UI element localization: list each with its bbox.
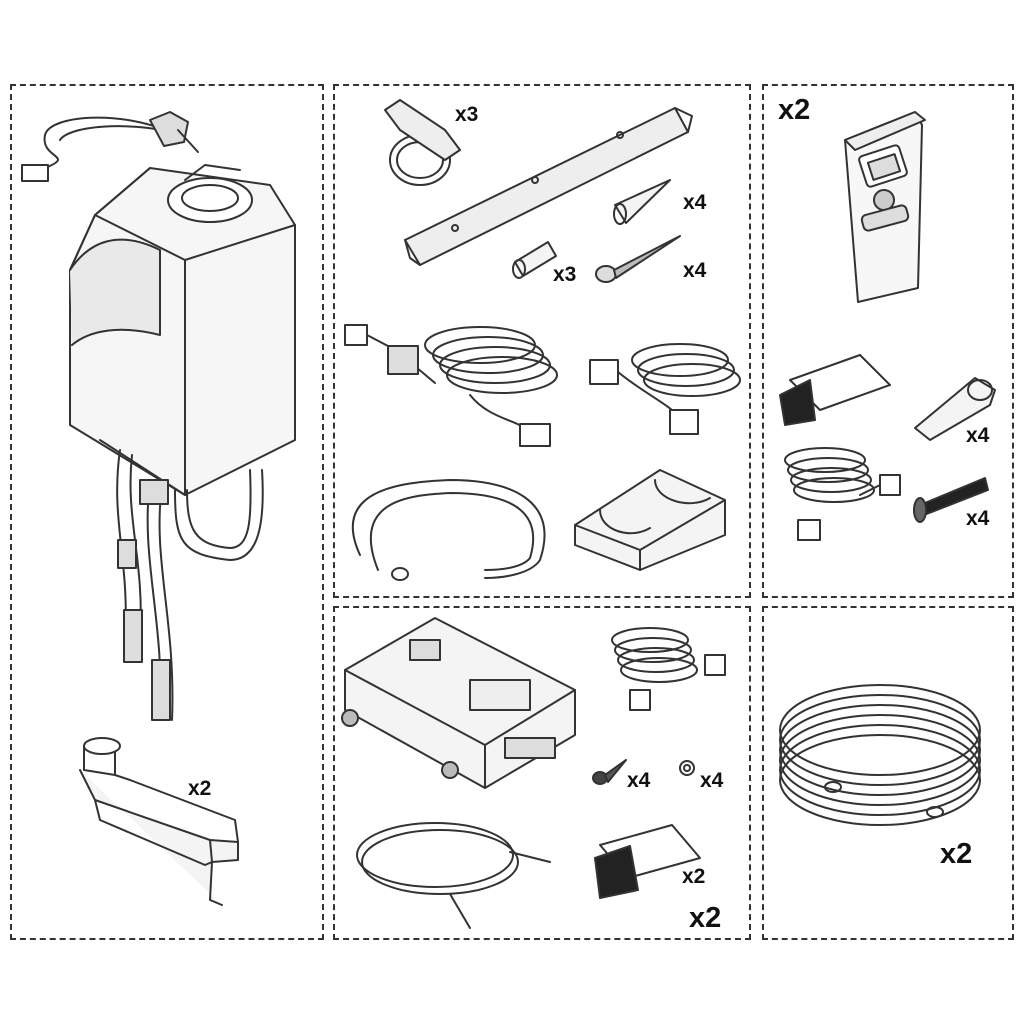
qty-bolt: x4 <box>966 507 990 530</box>
spout-icon <box>79 737 239 906</box>
screw-icon <box>592 759 627 785</box>
remote-panel-icon <box>844 111 926 303</box>
screw-icon <box>595 235 681 283</box>
panel-mounting-parts <box>333 84 751 598</box>
cable-icon <box>611 627 726 711</box>
velcro-pad-icon <box>779 354 891 426</box>
clamp-icon <box>384 99 461 186</box>
washer-icon <box>679 760 695 776</box>
bolt-icon <box>913 477 989 523</box>
panel-main-unit <box>10 84 324 940</box>
velcro-pad-icon <box>594 824 701 899</box>
qty-velcro-pad: x2 <box>682 865 706 888</box>
ferrite-core-icon <box>574 469 726 571</box>
coil-tube-icon <box>779 684 981 826</box>
qty-spout: x2 <box>188 777 212 800</box>
qty-cone-anchor: x4 <box>683 191 707 214</box>
qty-control-box-set: x2 <box>689 902 722 934</box>
qty-remote-panel: x2 <box>778 94 811 126</box>
qty-small-screw: x4 <box>627 769 651 792</box>
panel-control-box <box>333 606 751 940</box>
eyelet-icon <box>914 377 996 441</box>
qty-clamp: x3 <box>455 103 479 126</box>
wall-plug-icon <box>512 241 557 279</box>
control-box-icon <box>341 617 576 789</box>
panel-remote <box>762 84 1014 598</box>
qty-wall-plug: x3 <box>553 263 577 286</box>
tube-icon <box>351 479 546 581</box>
panel-coil <box>762 606 1014 940</box>
cone-anchor-icon <box>613 179 671 225</box>
boiler-unit-icon <box>21 111 296 721</box>
qty-coil-tube: x2 <box>940 838 973 870</box>
qty-washer: x4 <box>700 769 724 792</box>
cable-icon <box>356 822 551 929</box>
mounting-rail-icon <box>404 107 693 266</box>
cable-icon <box>344 324 741 447</box>
cable-icon <box>784 447 901 541</box>
qty-cable-eyelet: x4 <box>966 424 990 447</box>
qty-wood-screw: x4 <box>683 259 707 282</box>
